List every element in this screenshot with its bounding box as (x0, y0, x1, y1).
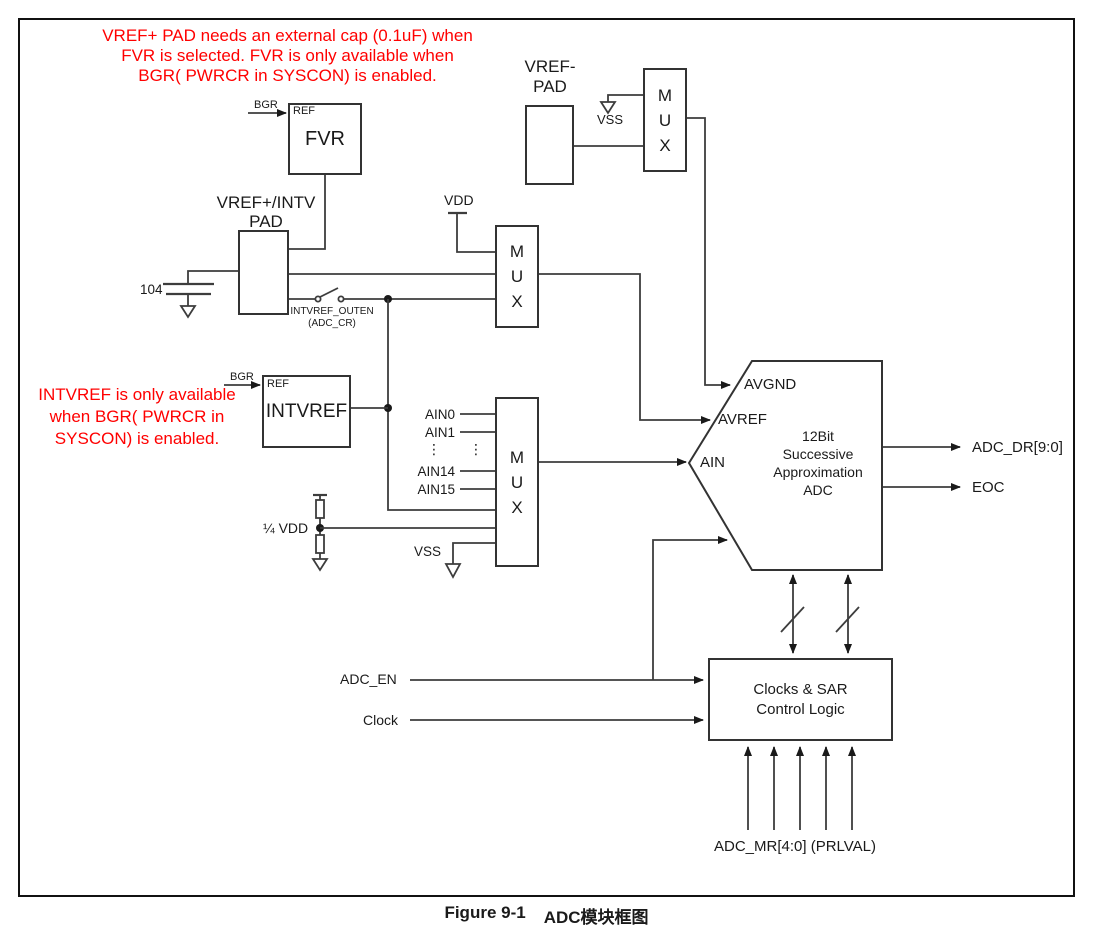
switch-contact (314, 295, 322, 303)
vss-bottom-label: VSS (414, 544, 442, 559)
vddmux-to-avref-wire (539, 273, 711, 424)
bgr-label-fvr: BGR (254, 99, 278, 111)
ain-ellipsis: ⋮ (469, 441, 483, 457)
switch-label: INTVREF_OUTEN (ADC_CR) (290, 306, 374, 329)
vdd-wire (456, 213, 495, 253)
intvref-bus-vertical (387, 299, 495, 511)
adc-dr-label: ADC_DR[9:0] (972, 439, 1063, 456)
switch-lever (319, 287, 339, 298)
ain1-label: AIN1 (424, 425, 455, 440)
fvr-block: FVR (288, 103, 362, 175)
vref-minus-mux-block: M U X (643, 68, 687, 172)
eoc-label: EOC (972, 479, 1005, 496)
bus-slash (780, 606, 805, 633)
mux-to-avgnd-wire (687, 117, 731, 389)
fvr-to-pad-wire (289, 175, 326, 250)
figure-caption: Figure 9-1 ADC模块框图 (0, 903, 1093, 928)
vss-spur-wire (452, 542, 495, 564)
intvref-block: INTVREF (262, 375, 351, 448)
intvref-wiring (224, 381, 388, 409)
bus-slash (835, 606, 860, 633)
vss-spur-wire (607, 94, 643, 102)
ref-pin-label-fvr: REF (293, 105, 315, 117)
figure-caption-title: ADC模块框图 (543, 908, 649, 927)
adc-body (687, 360, 883, 571)
resistor (315, 534, 325, 554)
intvref-note: INTVREF is only available when BGR( PWRC… (38, 385, 236, 448)
vref-minus-wiring (574, 94, 731, 389)
ground-symbol (444, 563, 462, 579)
vref-plus-wiring (163, 270, 495, 511)
ain-ellipsis: ⋮ (427, 441, 441, 457)
vref-plus-pad-label: VREF+/INTV PAD (216, 193, 316, 231)
clock-label: Clock (363, 712, 399, 728)
vref-plus-pad-block (238, 230, 289, 315)
vss-top-label: VSS (597, 112, 624, 127)
adc-en-branch-wire (652, 536, 728, 680)
vref-minus-pad-label: VREF- PAD (524, 57, 576, 96)
vdd-mux-block: M U X (495, 225, 539, 328)
adc-io-wiring (410, 443, 961, 830)
vdd-label: VDD (444, 192, 474, 208)
vdd-mux-wiring (448, 211, 711, 424)
resistor (315, 499, 325, 519)
switch-contact (337, 295, 345, 303)
ain14-label: AIN14 (417, 464, 455, 479)
fvr-wiring (248, 109, 326, 250)
adc-label: 12Bit Successive Approximation ADC (773, 428, 863, 498)
figure-caption-label: Figure 9-1 (444, 903, 526, 922)
adc-shape (687, 360, 883, 571)
ain-mux-wiring (311, 413, 687, 579)
control-logic-block: Clocks & SAR Control Logic (708, 658, 893, 741)
adc-mr-label: ADC_MR[4:0] (PRLVAL) (714, 838, 876, 855)
ref-pin-label-intvref: REF (267, 378, 289, 390)
ground-symbol (179, 305, 197, 319)
avref-pin-label: AVREF (718, 411, 767, 428)
ground-symbol (311, 558, 329, 572)
adc-en-label: ADC_EN (340, 671, 397, 687)
ain-pin-label: AIN (700, 454, 726, 471)
vref-minus-pad-block (525, 105, 574, 185)
capacitor-value-label: 104 (140, 282, 163, 297)
avgnd-pin-label: AVGND (744, 376, 797, 393)
bgr-label-intvref: BGR (230, 371, 254, 383)
ground-symbol (599, 101, 617, 115)
ain-mux-block: M U X (495, 397, 539, 567)
pad-to-cap-wire (187, 270, 238, 283)
quarter-vdd-label: ¼ VDD (263, 520, 309, 536)
ain0-label: AIN0 (424, 407, 455, 422)
ain15-label: AIN15 (417, 482, 455, 497)
fvr-note: VREF+ PAD needs an external cap (0.1uF) … (102, 26, 473, 85)
